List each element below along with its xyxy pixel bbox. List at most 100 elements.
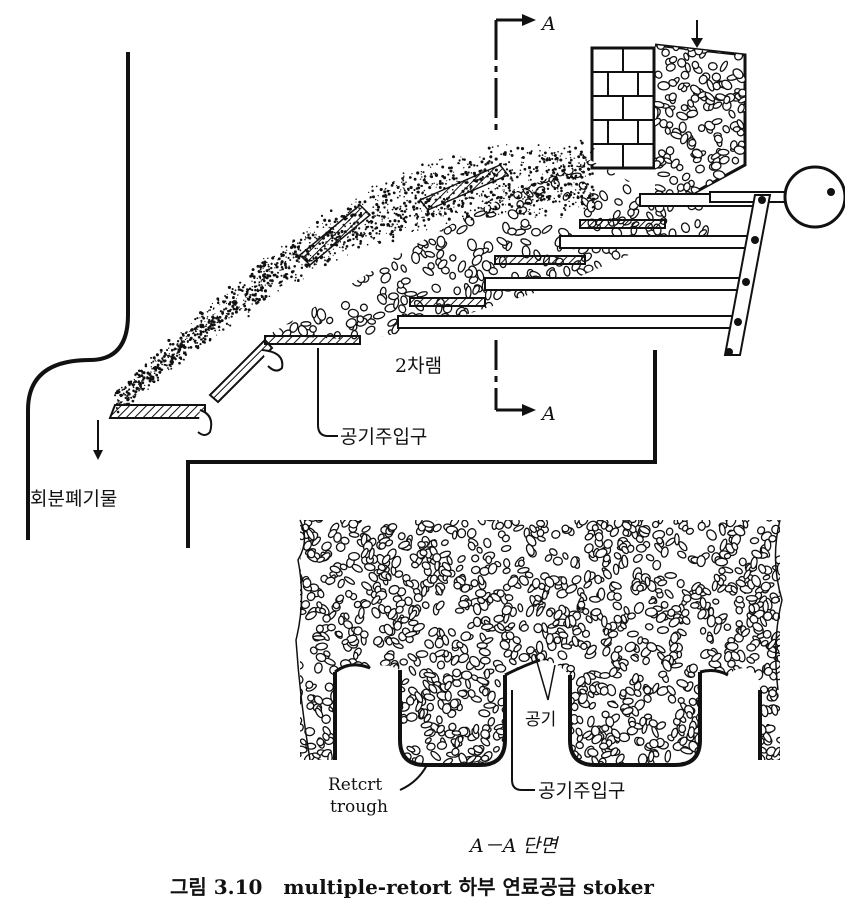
ash-speck	[263, 278, 265, 280]
coal-piece	[316, 308, 327, 321]
ash-speck	[297, 279, 300, 283]
coal-piece	[300, 608, 307, 616]
ash-speck	[206, 335, 209, 337]
ash-speck	[508, 189, 511, 192]
ash-speck	[535, 199, 539, 203]
coal-piece	[668, 55, 678, 64]
ash-speck	[209, 309, 211, 311]
ash-speck	[247, 308, 251, 312]
ash-speck	[208, 318, 211, 322]
ash-speck	[420, 171, 423, 173]
coal-piece	[736, 119, 745, 130]
ash-speck	[285, 245, 288, 248]
coal-piece	[655, 160, 661, 170]
coal-piece	[370, 732, 381, 743]
ash-speck	[342, 243, 345, 246]
ash-speck	[205, 329, 207, 331]
ash-speck	[284, 273, 288, 276]
ash-speck	[480, 169, 483, 172]
ash-speck	[197, 335, 201, 339]
coal-piece	[562, 552, 569, 560]
ash-speck	[346, 207, 350, 211]
ash-speck	[186, 331, 188, 333]
coal-piece	[443, 649, 450, 658]
ash-speck	[504, 163, 508, 166]
ash-speck	[591, 172, 594, 175]
ash-speck	[262, 274, 266, 278]
coal-piece	[524, 686, 533, 695]
coal-piece	[630, 654, 639, 662]
coal-piece	[575, 727, 583, 737]
ash-speck	[329, 209, 333, 213]
coal-piece	[373, 712, 381, 726]
ash-speck	[386, 211, 390, 214]
ash-speck	[291, 254, 293, 256]
ash-speck	[398, 185, 400, 187]
ash-speck	[299, 238, 303, 242]
coal-piece	[530, 227, 542, 237]
ash-speck	[440, 215, 442, 217]
coal-piece	[633, 689, 642, 698]
ash-speck	[461, 215, 464, 218]
coal-piece	[268, 293, 279, 303]
coal-piece	[472, 284, 480, 295]
ash-speck	[284, 251, 287, 254]
ash-speck	[336, 221, 338, 223]
coal-piece	[676, 679, 689, 688]
ash-speck	[513, 188, 515, 191]
ash-speck	[162, 359, 166, 362]
coal-piece	[465, 285, 472, 299]
ash-speck	[251, 268, 255, 272]
coal-piece	[355, 255, 368, 266]
ash-speck	[579, 152, 583, 156]
ash-speck	[553, 197, 556, 200]
coal-piece	[502, 567, 511, 575]
ash-speck	[176, 340, 180, 343]
coal-piece	[443, 226, 453, 235]
ash-speck	[538, 160, 541, 163]
coal-piece	[393, 160, 400, 166]
ash-speck	[295, 259, 299, 263]
coal-piece	[738, 721, 747, 729]
coal-piece	[536, 520, 546, 528]
ash-speck	[470, 196, 474, 200]
ash-speck	[155, 368, 158, 370]
ash-speck	[533, 182, 537, 186]
ash-speck	[371, 229, 374, 232]
ash-speck	[450, 209, 454, 213]
ash-speck	[534, 216, 536, 218]
ash-speck	[216, 301, 220, 305]
ash-speck	[280, 261, 284, 264]
coal-piece	[520, 238, 532, 246]
coal-piece	[410, 561, 420, 569]
coal-piece	[373, 636, 383, 646]
coal-piece	[299, 216, 309, 223]
ash-speck	[185, 335, 187, 338]
ash-speck	[578, 162, 580, 164]
ash-speck	[201, 327, 203, 329]
ash-speck	[507, 202, 512, 207]
coal-piece	[742, 730, 753, 739]
ash-speck	[568, 145, 571, 148]
ash-speck	[375, 198, 377, 201]
ash-speck	[192, 338, 195, 341]
coal-piece	[436, 741, 448, 750]
coal-piece	[579, 298, 590, 308]
ash-speck	[196, 333, 199, 336]
coal-piece	[655, 70, 663, 79]
coal-piece	[614, 198, 623, 206]
coal-piece	[717, 584, 727, 593]
ash-speck	[522, 198, 524, 200]
ash-speck	[427, 164, 430, 167]
coal-piece	[307, 284, 318, 290]
coal-piece	[516, 690, 528, 700]
ash-speck	[423, 224, 427, 227]
ash-speck	[261, 285, 264, 287]
coal-piece	[442, 145, 452, 156]
coal-piece	[478, 647, 491, 657]
coal-piece	[399, 166, 411, 176]
ash-speck	[129, 402, 131, 404]
ash-speck	[181, 340, 184, 344]
ash-speck	[150, 356, 153, 359]
ash-speck	[557, 190, 559, 193]
